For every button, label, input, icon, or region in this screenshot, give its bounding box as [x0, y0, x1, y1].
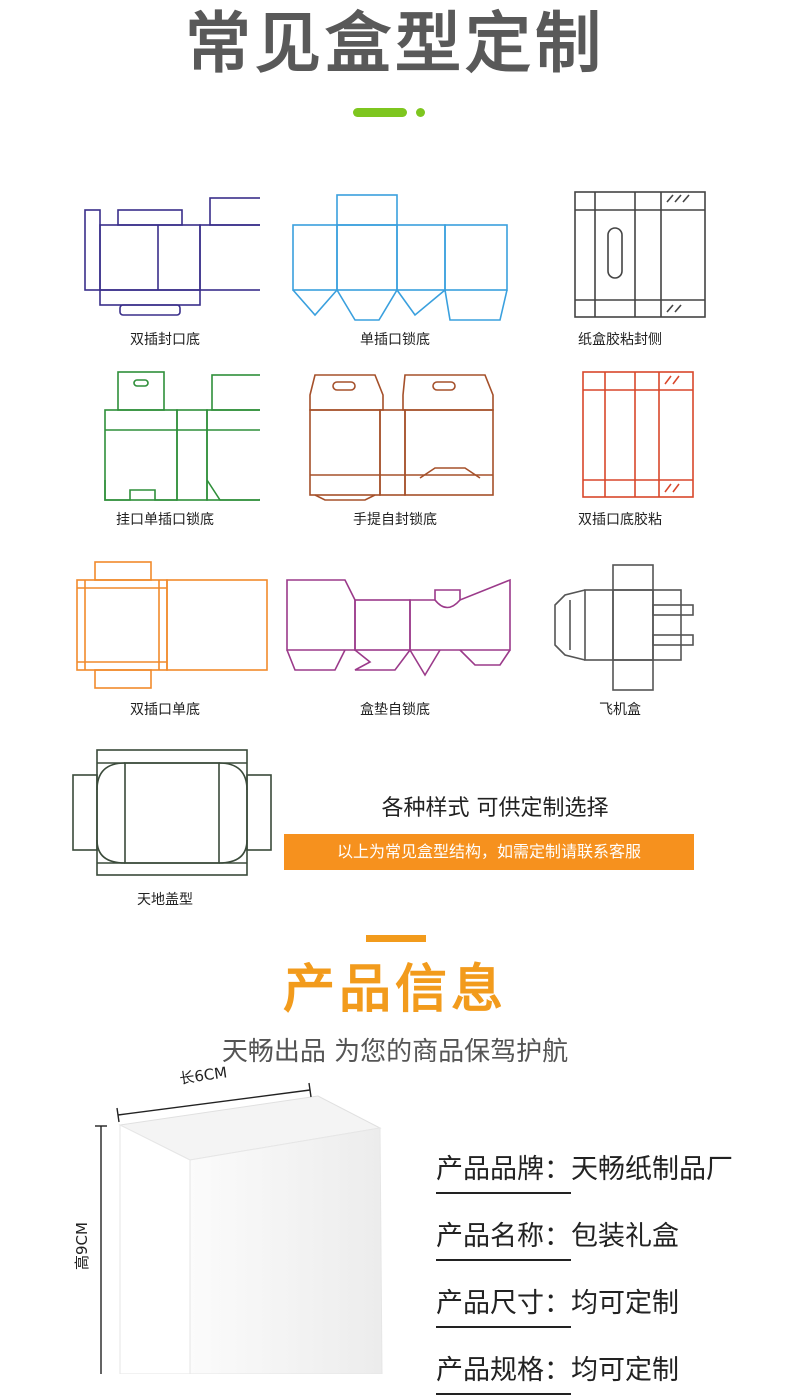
dimension-height-label: 高9CM [73, 1222, 91, 1270]
double-tuck-box-icon [84, 197, 260, 316]
spec-value: 天畅纸制品厂 [571, 1154, 733, 1185]
spec-specification: 产品规格：均可定制 [436, 1353, 679, 1395]
spec-value: 包装礼盒 [571, 1221, 679, 1252]
hang-tab-lock-box-icon [104, 371, 260, 501]
box-type-card: 双插口单底 [45, 560, 285, 719]
spec-key: 产品品牌： [436, 1152, 571, 1194]
box-type-card: 挂口单插口锁底 [45, 370, 285, 529]
custom-styles-title: 各种样式 可供定制选择 [381, 796, 609, 821]
box-type-card: 纸盒胶粘封侧 [500, 190, 740, 349]
self-lock-bottom-box-icon [286, 578, 511, 677]
title-underline-dot [416, 108, 425, 117]
spec-size: 产品尺寸：均可定制 [436, 1286, 679, 1328]
box-type-card: 双插口底胶粘 [500, 370, 740, 529]
box-type-card: 双插封口底 [45, 190, 285, 349]
box-label: 双插口底胶粘 [578, 512, 662, 528]
lid-base-box-icon [72, 749, 272, 876]
spec-key: 产品名称： [436, 1219, 571, 1261]
spec-brand: 产品品牌：天畅纸制品厂 [436, 1152, 733, 1194]
box-type-card: 飞机盒 [500, 560, 740, 719]
box-label: 挂口单插口锁底 [116, 512, 214, 528]
single-tuck-lock-box-icon [292, 194, 508, 321]
product-title-top-bar [366, 935, 426, 942]
box-label: 飞机盒 [599, 702, 641, 718]
box-label: 手提自封锁底 [353, 512, 437, 528]
handle-box-icon [309, 374, 494, 501]
spec-name: 产品名称：包装礼盒 [436, 1219, 679, 1261]
spec-value: 均可定制 [571, 1355, 679, 1386]
glued-side-box-icon [574, 191, 706, 318]
airplane-box-icon [554, 564, 694, 691]
box-label: 纸盒胶粘封侧 [578, 332, 662, 348]
spec-key: 产品尺寸： [436, 1286, 571, 1328]
box-label: 双插口单底 [130, 702, 200, 718]
box-label: 盒垫自锁底 [360, 702, 430, 718]
box-label: 单插口锁底 [360, 332, 430, 348]
tuck-single-bottom-box-icon [76, 561, 268, 689]
box-label: 天地盖型 [137, 892, 193, 908]
box-type-card: 盒垫自锁底 [275, 560, 515, 719]
box-type-card: 天地盖型 [45, 745, 285, 909]
box-type-card: 手提自封锁底 [275, 370, 515, 529]
product-subtitle: 天畅出品 为您的商品保驾护航 [221, 1037, 569, 1067]
spec-key: 产品规格： [436, 1353, 571, 1395]
glued-bottom-box-icon [582, 371, 694, 498]
section-title-box-types: 常见盒型定制 [185, 5, 605, 82]
box-type-card: 单插口锁底 [275, 190, 515, 349]
spec-value: 均可定制 [571, 1288, 679, 1319]
contact-service-banner: 以上为常见盒型结构，如需定制请联系客服 [284, 834, 694, 870]
box-label: 双插封口底 [130, 332, 200, 348]
title-underline-bar [353, 108, 407, 117]
section-title-product-info: 产品信息 [282, 960, 507, 1020]
product-box-image [95, 1082, 383, 1374]
